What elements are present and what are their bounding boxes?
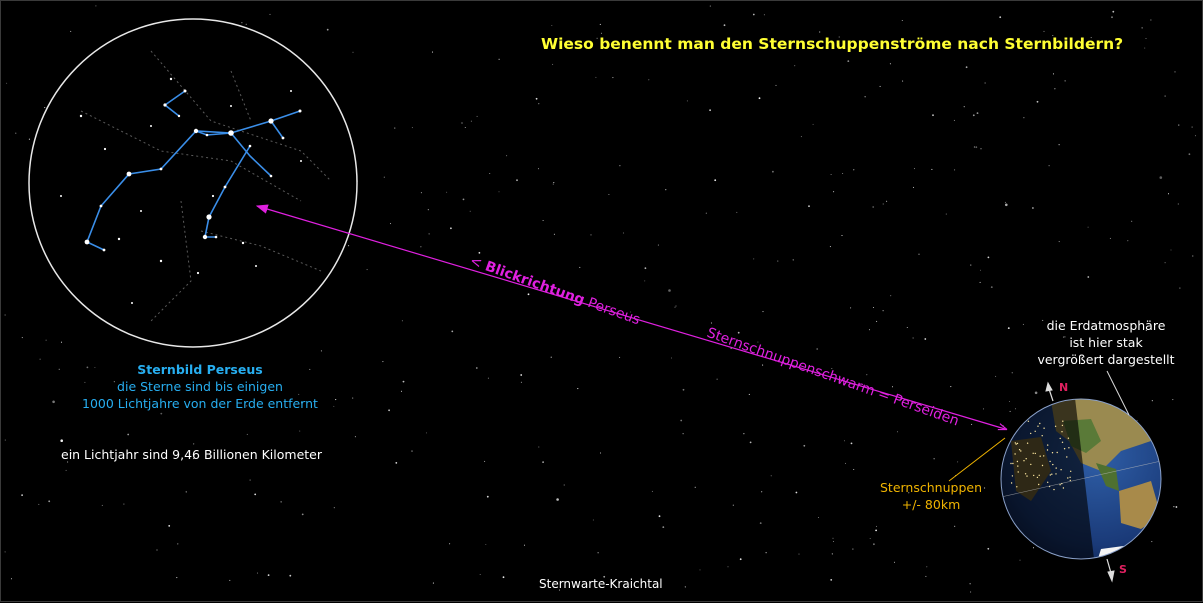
meteors-pointer-line bbox=[948, 437, 1006, 482]
lightyear-note: ein Lichtjahr sind 9,46 Billionen Kilome… bbox=[61, 447, 322, 462]
meteors-line-2: +/- 80km bbox=[901, 497, 961, 512]
atmosphere-pointer-line bbox=[1106, 370, 1130, 416]
meteors-note: Sternschnuppen +/- 80km bbox=[871, 479, 991, 513]
page-title: Wieso benennt man den Sternschuppenström… bbox=[541, 35, 1124, 53]
constellation-line-2: 1000 Lichtjahre von der Erde entfernt bbox=[82, 396, 318, 411]
constellation-heading: Sternbild Perseus bbox=[137, 362, 263, 377]
compass-south-label: S bbox=[1119, 563, 1127, 576]
meteors-line-1: Sternschnuppen bbox=[879, 480, 982, 495]
atmosphere-line-2: ist hier stak bbox=[1069, 335, 1143, 350]
earth-globe bbox=[1000, 398, 1162, 560]
atmosphere-line-3: vergrößert dargestellt bbox=[1037, 352, 1175, 367]
constellation-line-1: die Sterne sind bis einigen bbox=[117, 379, 283, 394]
constellation-caption: Sternbild Perseus die Sterne sind bis ei… bbox=[45, 361, 355, 412]
perseus-stars bbox=[60, 77, 302, 304]
compass-arrows bbox=[1045, 381, 1115, 583]
constellation-boundaries bbox=[80, 50, 332, 322]
compass-north-label: N bbox=[1059, 381, 1069, 394]
view-direction-arrow bbox=[255, 204, 1006, 430]
atmosphere-note: die Erdatmosphäre ist hier stak vergröße… bbox=[1031, 317, 1181, 368]
footer-credit: Sternwarte-Kraichtal bbox=[539, 577, 663, 591]
atmosphere-line-1: die Erdatmosphäre bbox=[1046, 318, 1166, 333]
constellation-view-circle bbox=[28, 18, 358, 348]
